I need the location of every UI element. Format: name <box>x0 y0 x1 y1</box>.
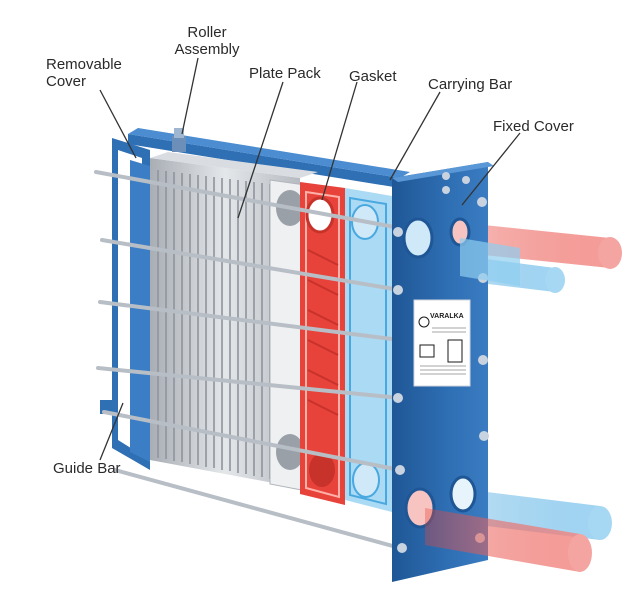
roller-assembly <box>172 128 186 152</box>
front-pipes <box>425 238 592 572</box>
label-roller-line2: Assembly <box>174 41 240 58</box>
label-roller-line1: Roller <box>187 24 227 41</box>
label-carrying-bar: Carrying Bar <box>428 76 513 93</box>
label-gasket: Gasket <box>349 68 397 85</box>
label-roller-assembly: Roller Assembly <box>164 24 250 58</box>
nameplate-brand: VARALKA <box>430 313 464 320</box>
carrying-bar <box>128 128 410 188</box>
label-fixed-cover: Fixed Cover <box>493 118 574 135</box>
label-removable-cover: Removable Cover <box>46 56 122 90</box>
cold-side-plate <box>345 188 392 512</box>
label-plate-pack: Plate Pack <box>249 65 321 82</box>
label-removable-line1: Removable <box>46 56 122 73</box>
plate-pack <box>150 152 318 493</box>
label-removable-line2: Cover <box>46 73 87 90</box>
nameplate <box>413 299 471 387</box>
label-guide-bar: Guide Bar <box>53 460 121 477</box>
leader-lines <box>99 57 521 461</box>
